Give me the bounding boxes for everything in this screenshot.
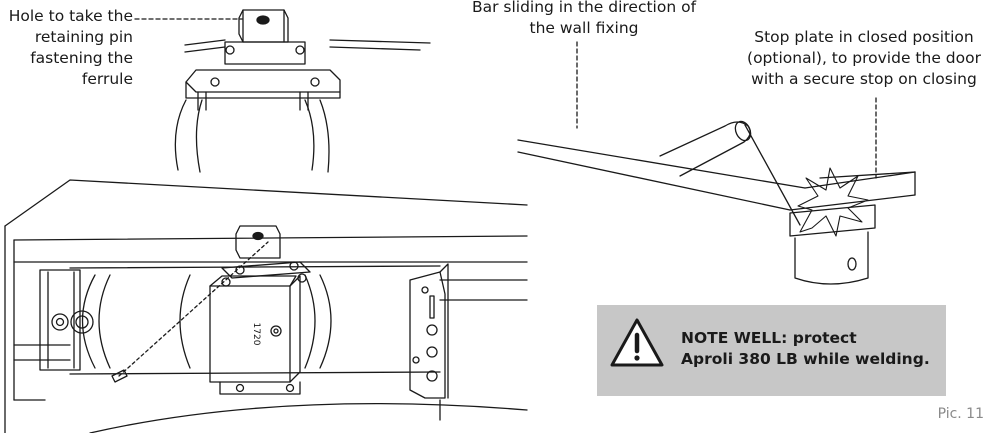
hole-label-line: ferrule — [81, 70, 133, 88]
hole-label-line: retaining pin — [34, 28, 133, 46]
hole-label-line: Hole to take the — [8, 7, 133, 25]
note-line: NOTE WELL: protect — [681, 329, 857, 347]
door-closer-assembly — [4, 179, 528, 433]
warning-note-box: NOTE WELL: protect Aproli 380 LB while w… — [597, 305, 946, 396]
stop-label-line: with a secure stop on closing — [751, 70, 977, 88]
bar-label-line: the wall fixing — [529, 19, 639, 37]
warning-note-text: NOTE WELL: protect Aproli 380 LB while w… — [681, 328, 930, 370]
body-number-marking: 1720 — [251, 323, 261, 346]
note-line: Aproli 380 LB while welding. — [681, 350, 930, 368]
warning-triangle-icon — [610, 318, 664, 367]
stop-label-line: (optional), to provide the door — [747, 49, 981, 67]
bar-label-line: Bar sliding in the direction of — [471, 0, 697, 16]
stop-plate-label: Stop plate in closed position (optional)… — [742, 27, 986, 90]
bar-label: Bar sliding in the direction of the wall… — [453, 0, 715, 39]
sliding-bar-weld-detail — [517, 120, 916, 285]
stop-label-line: Stop plate in closed position — [754, 28, 974, 46]
ferrule-detail-top — [174, 9, 431, 173]
figure-caption: Pic. 11 — [937, 406, 984, 422]
hole-label-line: fastening the — [30, 49, 133, 67]
hole-label: Hole to take the retaining pin fastening… — [0, 6, 133, 90]
